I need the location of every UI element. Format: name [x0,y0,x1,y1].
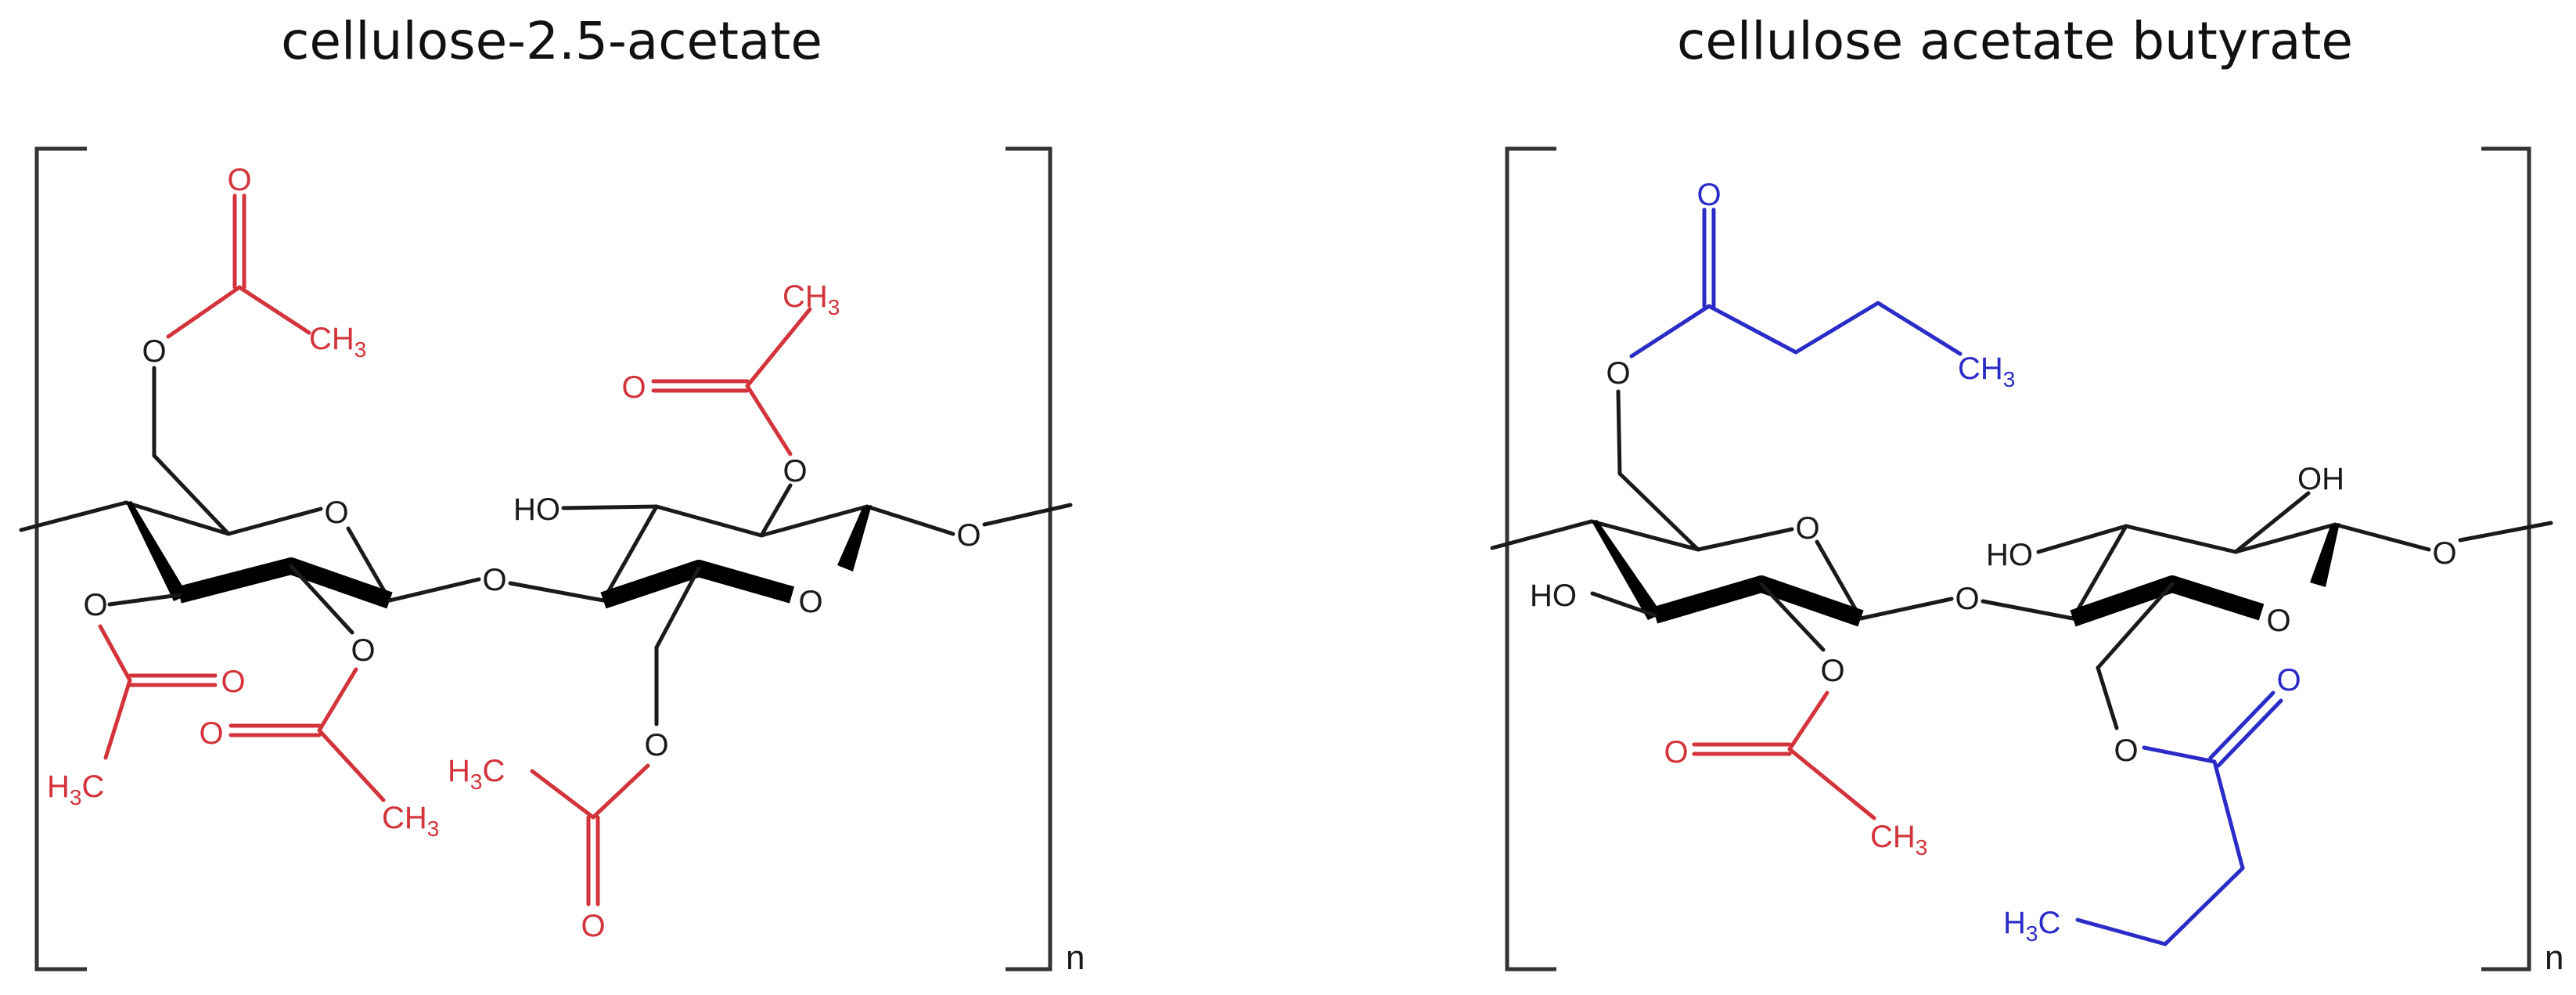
right-structure-title: cellulose acetate butyrate [1677,11,2353,71]
left-acetyl-a: O CH3 [166,163,366,362]
left-ring-1: O O O O [19,334,393,668]
left-o6-ring2-oxygen: O [644,728,668,762]
right-structure-cellulose-acetate-butyrate: cellulose acetate butyrate n HO O O O O [1490,11,2563,977]
left-glycosidic-oxygen: O [482,563,506,597]
left-acetyl-a-carbonyl-oxygen: O [227,163,251,197]
right-acetyl-carbonyl-oxygen: O [1664,735,1688,770]
right-bracket-open [1505,146,1556,972]
left-acetyl-d-methyl: CH3 [382,801,439,841]
left-o2-oxygen: O [351,633,375,668]
left-repeat-subscript: n [1066,939,1085,977]
right-bracket-close [2481,146,2531,972]
left-acetyl-c-methyl: H3C [47,770,104,809]
left-ho3-label: HO [513,492,560,527]
right-ho3-ring2-label: HO [1986,538,2033,572]
right-butyryl-a-methyl: CH3 [1958,351,2015,391]
right-ring1-oxygen: O [1795,511,1819,546]
left-ring1-oxygen: O [324,496,348,530]
left-chain-oxygen: O [956,518,980,553]
right-ho3-ring1-label: HO [1530,579,1577,613]
right-butyryl-a: O CH3 [1629,178,2015,391]
left-o2-ring2-oxygen: O [783,454,807,488]
right-o6-oxygen: O [1606,356,1630,391]
left-acetyl-b: O CH3 [621,279,840,456]
left-acetyl-a-methyl: CH3 [309,322,366,362]
right-glycosidic-oxygen: O [1955,582,1979,616]
left-ring-2: HO O O O O [513,454,1073,762]
right-ring2-oxygen: O [2266,604,2290,638]
right-o2-oxygen: O [1820,654,1844,688]
left-o3-oxygen: O [83,588,107,622]
right-butyryl-a-carbonyl-oxygen: O [1696,178,1721,212]
right-o6-ring2-oxygen: O [2114,734,2138,768]
left-structure-title: cellulose-2.5-acetate [281,11,822,71]
left-acetyl-d-carbonyl-oxygen: O [199,716,223,751]
left-acetyl-e-carbonyl-oxygen: O [581,909,605,943]
right-oh2-ring2-label: OH [2297,462,2344,496]
left-acetyl-e-methyl: H3C [448,754,505,794]
left-ring2-oxygen: O [798,585,822,619]
right-ring-2: HO OH O O O [1986,462,2553,768]
left-o6-oxygen: O [142,334,166,369]
right-butyryl-b: O H3C [2003,663,2301,946]
left-acetyl-b-methyl: CH3 [783,279,840,319]
left-structure-cellulose-acetate: cellulose-2.5-acetate n O O O O O [19,11,1085,977]
left-acetyl-b-carbonyl-oxygen: O [621,370,646,405]
right-repeat-subscript: n [2545,939,2563,977]
right-acetyl-methyl: CH3 [1870,820,1927,860]
right-butyryl-b-methyl: H3C [2003,906,2060,946]
right-butyryl-b-carbonyl-oxygen: O [2276,663,2301,698]
right-acetyl: O CH3 [1664,690,1927,860]
left-acetyl-d: O CH3 [199,667,439,841]
left-acetyl-c-carbonyl-oxygen: O [221,665,245,699]
left-bracket-open [34,146,87,972]
left-acetyl-c: O H3C [47,624,246,809]
right-chain-oxygen: O [2432,536,2456,571]
right-ring-1: HO O O O [1490,356,1864,688]
left-bracket-close [1006,146,1052,972]
left-acetyl-e: O H3C [448,754,650,943]
